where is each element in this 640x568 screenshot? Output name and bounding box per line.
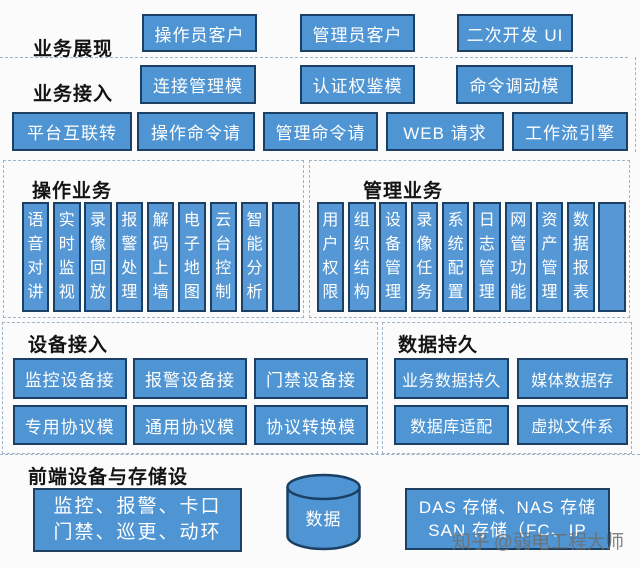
database-cylinder-icon xyxy=(285,473,362,552)
module-box: 协议转换模 xyxy=(254,405,368,445)
feature-box: 组织结构 xyxy=(348,202,376,312)
group-outline-operation xyxy=(3,160,304,318)
module-box: 操作命令请 xyxy=(137,112,255,151)
feature-box: 云台控制 xyxy=(209,202,237,312)
feature-box: 资产管理 xyxy=(535,202,564,312)
module-box: 连接管理模 xyxy=(140,65,256,104)
frontend-device-box-line: 门禁、巡更、动环 xyxy=(53,522,222,543)
feature-box xyxy=(598,202,626,312)
group-outline-device-access xyxy=(2,322,378,454)
feature-box: 电子地图 xyxy=(178,202,206,312)
module-box: 工作流引擎 xyxy=(512,112,628,151)
feature-box: 解码上墙 xyxy=(146,202,175,312)
feature-box: 数据报表 xyxy=(567,202,595,312)
feature-box: 用户权限 xyxy=(316,202,345,312)
module-box: 门禁设备接 xyxy=(254,358,368,399)
module-box: 业务数据持久 xyxy=(394,358,509,399)
module-box: 命令调动模 xyxy=(456,65,573,104)
feature-box: 智能分析 xyxy=(240,202,269,312)
section-divider-line xyxy=(0,57,628,58)
module-box: 认证权鉴模 xyxy=(300,65,415,104)
module-box: 报警设备接 xyxy=(133,358,247,399)
section-label: 业务展现 xyxy=(33,39,114,60)
module-box: 媒体数据存 xyxy=(517,358,628,399)
section-label: 管理业务 xyxy=(363,181,444,202)
feature-box: 录像回放 xyxy=(84,202,112,312)
section-label: 数据持久 xyxy=(398,335,479,356)
feature-box: 日志管理 xyxy=(473,202,501,312)
frontend-device-box: 监控、报警、卡口门禁、巡更、动环 xyxy=(33,488,242,552)
frontend-device-box-line: 监控、报警、卡口 xyxy=(53,496,222,517)
section-divider-line xyxy=(0,454,640,455)
module-box: 监控设备接 xyxy=(12,358,127,399)
feature-box: 语音对讲 xyxy=(21,202,50,312)
module-box: 通用协议模 xyxy=(133,405,247,445)
feature-box: 系统配置 xyxy=(441,202,470,312)
section-label: 设备接入 xyxy=(28,335,109,356)
module-box: 虚拟文件系 xyxy=(517,405,628,445)
feature-box xyxy=(272,202,300,312)
database-label: 数据 xyxy=(305,510,342,529)
feature-box: 设备管理 xyxy=(379,202,407,312)
module-box: 数据库适配 xyxy=(394,405,509,445)
storage-box: DAS 存储、NAS 存储 SAN 存储（FC、IP xyxy=(405,488,610,550)
section-label: 操作业务 xyxy=(32,181,113,202)
feature-box: 录像任务 xyxy=(410,202,439,312)
module-box: 操作员客户 xyxy=(142,14,257,52)
section-divider-line xyxy=(635,57,636,152)
storage-box-line: SAN 存储（FC、IP xyxy=(428,521,587,540)
module-box: 平台互联转 xyxy=(12,112,132,151)
feature-box: 网管功能 xyxy=(504,202,532,312)
feature-box: 报警处理 xyxy=(115,202,144,312)
group-outline-persistence xyxy=(382,322,632,454)
module-box: WEB 请求 xyxy=(386,112,504,151)
watermark: 知乎 @弱电工程大师 xyxy=(452,532,624,553)
module-box: 管理命令请 xyxy=(263,112,378,151)
section-label: 业务接入 xyxy=(33,84,114,105)
module-box: 专用协议模 xyxy=(12,405,127,445)
module-box: 二次开发 UI xyxy=(457,14,573,52)
storage-box-line: DAS 存储、NAS 存储 xyxy=(418,498,597,517)
section-label: 前端设备与存储设 xyxy=(28,467,189,488)
group-outline-management xyxy=(309,160,630,318)
module-box: 管理员客户 xyxy=(300,14,415,52)
feature-box: 实时监视 xyxy=(53,202,81,312)
